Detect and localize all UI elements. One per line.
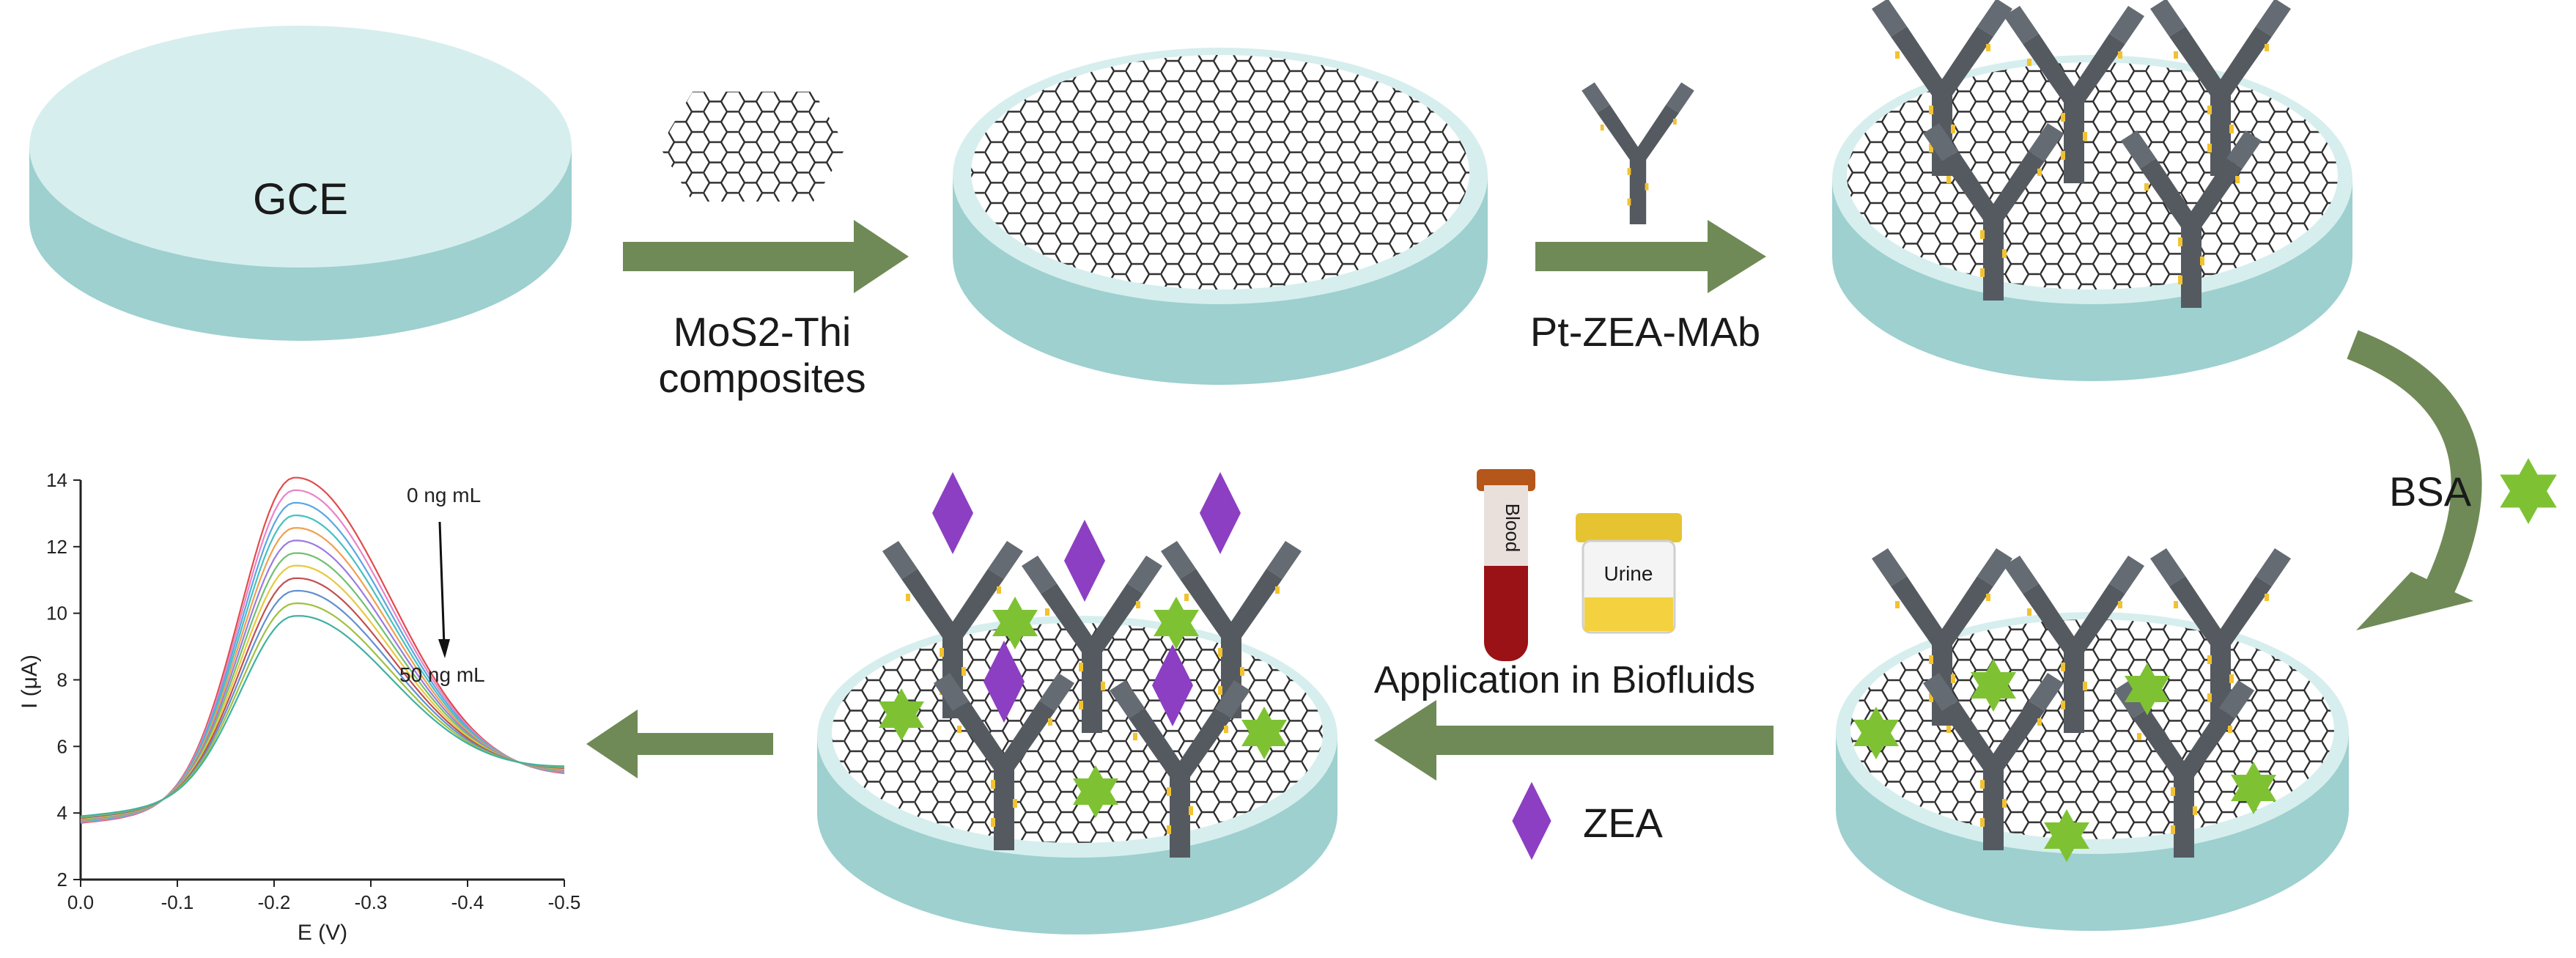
y-axis-label: I (μA) <box>18 655 42 709</box>
y-tick-label: 4 <box>57 802 67 824</box>
zea-legend-label: ZEA <box>1583 800 1664 846</box>
dpv-curve <box>80 602 565 818</box>
dpv-curve <box>80 577 565 819</box>
y-tick-label: 8 <box>57 669 67 691</box>
antibody-electrode <box>1832 0 2352 381</box>
arrow-step-1 <box>623 220 909 293</box>
dpv-curve <box>80 589 565 819</box>
x-tick-label: -0.5 <box>548 891 581 913</box>
step-1-label-line2: composites <box>658 355 866 401</box>
y-tick-label: 2 <box>57 869 67 891</box>
biofluids-label: Application in Biofluids <box>1374 659 1755 701</box>
x-tick-label: -0.2 <box>258 891 291 913</box>
dpv-curve <box>80 527 565 822</box>
dpv-curve <box>80 615 565 817</box>
chart-frame <box>79 480 564 881</box>
mos2-sheet-icon <box>660 92 846 202</box>
chart-series <box>80 476 565 824</box>
x-axis-label: E (V) <box>298 921 347 945</box>
blood-tube-icon: Blood <box>1477 469 1535 661</box>
arrow-step-4 <box>1374 700 1774 781</box>
urine-cup-icon: Urine <box>1576 513 1682 634</box>
zea-legend-diamond <box>1512 781 1551 861</box>
dpv-curve <box>80 564 565 819</box>
chart-axes: 0.0 -0.1 -0.2 -0.3 -0.4 -0.5 2 4 6 8 10 12 14 <box>46 469 580 913</box>
y-tick-label: 14 <box>46 469 67 491</box>
bsa-blocked-electrode <box>1836 548 2349 931</box>
dpv-curve <box>80 489 565 823</box>
step-1-label-line1: MoS2-Thi <box>673 309 852 355</box>
dpv-curve <box>80 552 565 820</box>
x-tick-label: -0.3 <box>355 891 388 913</box>
bsa-star-icon <box>2500 458 2557 524</box>
antibody-icon <box>1582 82 1694 225</box>
dpv-curve <box>80 476 565 824</box>
zea-bound-electrode <box>817 472 1337 935</box>
y-tick-label: 12 <box>46 536 67 558</box>
arrow-step-5 <box>586 710 773 778</box>
annotation-arrow-shaft <box>438 521 446 646</box>
annotation-arrow-head <box>438 639 450 658</box>
x-tick-label: 0.0 <box>67 891 94 913</box>
annotation-bottom: 50 ng mL <box>399 663 485 686</box>
mos2-modified-electrode <box>953 48 1488 385</box>
urine-cup-label: Urine <box>1604 562 1653 585</box>
dpv-chart: 0.0 -0.1 -0.2 -0.3 -0.4 -0.5 2 4 6 8 10 12 14 0 ng m… <box>18 469 580 945</box>
arrow-step-2 <box>1535 220 1766 293</box>
dpv-curve <box>80 501 565 823</box>
step-3-label: BSA <box>2389 468 2472 515</box>
arrow-step-3 <box>2347 330 2482 630</box>
y-tick-label: 6 <box>57 735 67 757</box>
gce-label: GCE <box>253 174 348 224</box>
gce-electrode: GCE <box>29 26 572 341</box>
dpv-curve <box>80 539 565 821</box>
y-tick-label: 10 <box>46 603 67 624</box>
step-2-label: Pt-ZEA-MAb <box>1530 309 1760 355</box>
x-tick-label: -0.4 <box>451 891 484 913</box>
blood-tube-label: Blood <box>1502 504 1524 553</box>
x-tick-label: -0.1 <box>161 891 194 913</box>
annotation-top: 0 ng mL <box>407 484 481 506</box>
